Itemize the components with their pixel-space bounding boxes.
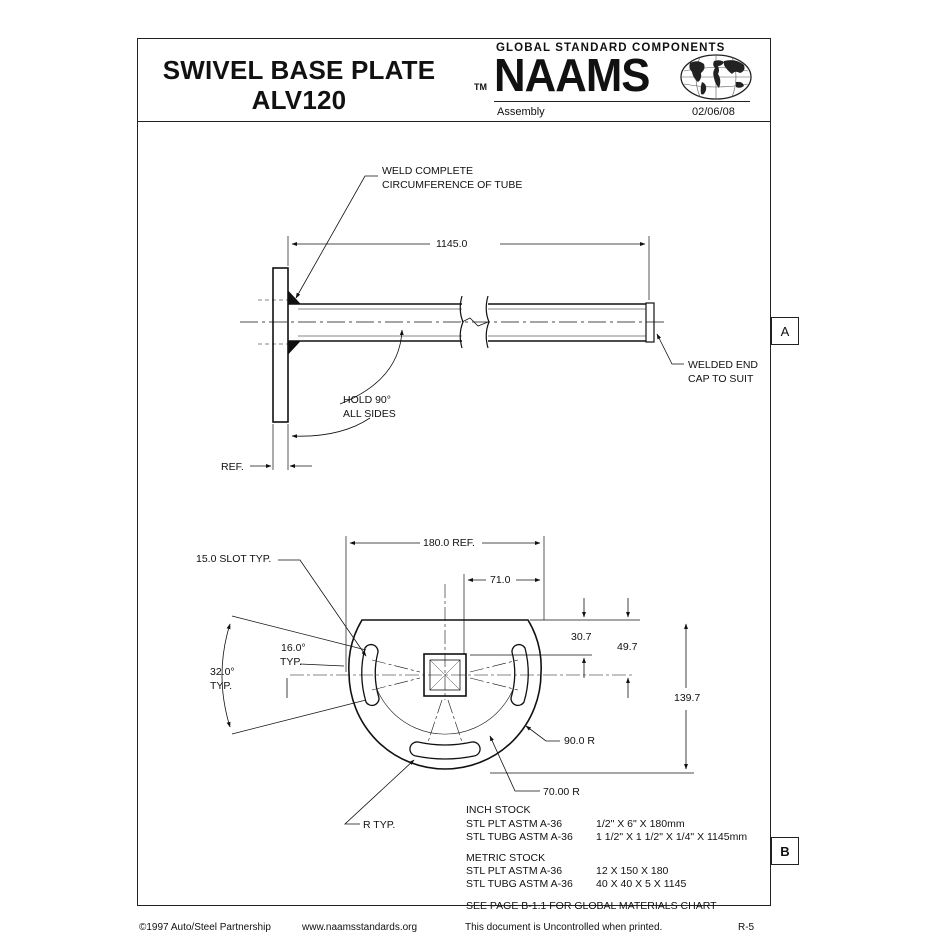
angle-32-typ: TYP. bbox=[210, 680, 232, 692]
weld-note-line1: WELD COMPLETE bbox=[382, 165, 474, 177]
naams-logo: NAAMS bbox=[494, 49, 650, 101]
end-cap-note-line1: WELDED END bbox=[688, 359, 759, 371]
metric-row-2-size: 40 X 40 X 5 X 1145 bbox=[596, 878, 687, 890]
zone-tab-a: A bbox=[771, 317, 799, 345]
metric-row-1-item: STL PLT ASTM A-36 bbox=[466, 865, 563, 877]
logo-underline bbox=[494, 101, 750, 102]
hold-note-line2: ALL SIDES bbox=[343, 408, 396, 420]
metric-row-2-item: STL TUBG ASTM A-36 bbox=[466, 878, 573, 890]
inch-stock-heading: INCH STOCK bbox=[466, 804, 531, 816]
inch-row-2-size: 1 1/2" X 1 1/2" X 1/4" X 1145mm bbox=[596, 831, 748, 843]
document-type: Assembly bbox=[497, 106, 545, 118]
offset-dimension: 71.0 bbox=[490, 574, 511, 586]
brand-tagline: GLOBAL STANDARD COMPONENTS bbox=[496, 42, 726, 54]
title-block-separator bbox=[137, 121, 771, 122]
inch-row-2-item: STL TUBG ASTM A-36 bbox=[466, 831, 573, 843]
end-cap-note-line2: CAP TO SUIT bbox=[688, 373, 754, 385]
inner-radius-label: 70.00 R bbox=[543, 786, 580, 798]
outer-radius-label: 90.0 R bbox=[564, 735, 595, 747]
globe-icon bbox=[680, 54, 752, 100]
metric-stock-heading: METRIC STOCK bbox=[466, 852, 546, 864]
slot-dimension: 15.0 SLOT TYP. bbox=[196, 553, 272, 565]
inch-row-1-size: 1/2" X 6" X 180mm bbox=[596, 818, 685, 830]
part-number: ALV120 bbox=[251, 85, 347, 115]
materials-chart-note: SEE PAGE B-1.1 FOR GLOBAL MATERIALS CHAR… bbox=[466, 900, 717, 912]
side-view bbox=[240, 175, 684, 470]
corner-radius-label: R TYP. bbox=[363, 819, 396, 831]
inch-row-1-item: STL PLT ASTM A-36 bbox=[466, 818, 563, 830]
copyright: ©1997 Auto/Steel Partnership bbox=[139, 922, 271, 933]
angle-16-typ: TYP. bbox=[280, 656, 302, 668]
trademark-symbol: TM bbox=[474, 82, 487, 92]
tube-length-dimension: 1145.0 bbox=[436, 238, 468, 250]
zone-tab-b: B bbox=[771, 837, 799, 865]
base-plate-side bbox=[272, 267, 289, 423]
disclaimer: This document is Uncontrolled when print… bbox=[465, 922, 663, 933]
angle-16-label: 16.0° bbox=[281, 642, 306, 654]
page-number: R-5 bbox=[738, 922, 755, 933]
metric-row-1-size: 12 X 150 X 180 bbox=[596, 865, 669, 877]
website-link[interactable]: www.naamsstandards.org bbox=[302, 922, 418, 933]
dimension-30-7: 30.7 bbox=[571, 631, 592, 643]
ref-dimension-label: REF. bbox=[221, 461, 244, 473]
revision-date: 02/06/08 bbox=[692, 106, 735, 118]
drawing-title: SWIVEL BASE PLATE bbox=[162, 55, 436, 85]
dimension-139-7: 139.7 bbox=[674, 692, 701, 704]
width-ref-dimension: 180.0 REF. bbox=[423, 537, 475, 549]
plan-view bbox=[221, 536, 694, 825]
weld-note-line2: CIRCUMFERENCE OF TUBE bbox=[382, 179, 523, 191]
dimension-49-7: 49.7 bbox=[617, 641, 638, 653]
drawing-sheet-border bbox=[137, 38, 771, 906]
angle-32-label: 32.0° bbox=[210, 666, 235, 678]
hold-note-line1: HOLD 90° bbox=[343, 394, 391, 406]
